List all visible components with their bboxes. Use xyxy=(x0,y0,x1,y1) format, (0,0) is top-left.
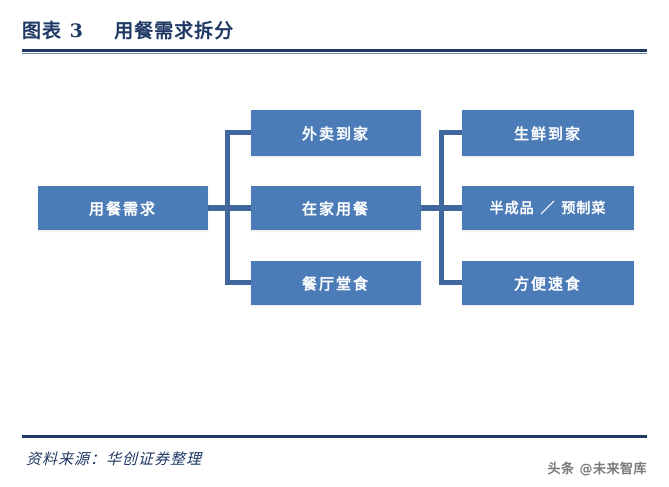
connector-root-stem xyxy=(208,205,228,211)
header-divider-thin xyxy=(22,53,647,54)
node-root: 用餐需求 xyxy=(38,186,208,230)
node-level2-restaurant: 餐厅堂食 xyxy=(251,261,421,305)
source-note: 资料来源：华创证券整理 xyxy=(26,450,203,468)
footer-divider xyxy=(22,435,647,438)
connector-left-arm-top xyxy=(225,130,251,135)
node-level2-dine-at-home: 在家用餐 xyxy=(251,186,421,230)
watermark: 头条 @未来智库 xyxy=(547,462,647,477)
page-title: 图表 3 用餐需求拆分 xyxy=(22,20,235,42)
connector-left-arm-middle xyxy=(225,205,251,211)
connector-right-arm-top xyxy=(439,130,463,135)
node-level3-instant-food: 方便速食 xyxy=(462,261,634,305)
node-level3-prepared-dishes: 半成品 ／ 预制菜 xyxy=(462,186,634,230)
node-level3-fresh-delivery: 生鲜到家 xyxy=(462,110,634,156)
connector-branch-stem xyxy=(421,205,441,211)
connector-right-arm-bottom xyxy=(439,280,463,285)
connector-left-arm-bottom xyxy=(225,280,251,285)
connector-right-arm-middle xyxy=(439,205,463,211)
header-divider xyxy=(22,49,647,52)
node-level2-takeout: 外卖到家 xyxy=(251,110,421,156)
